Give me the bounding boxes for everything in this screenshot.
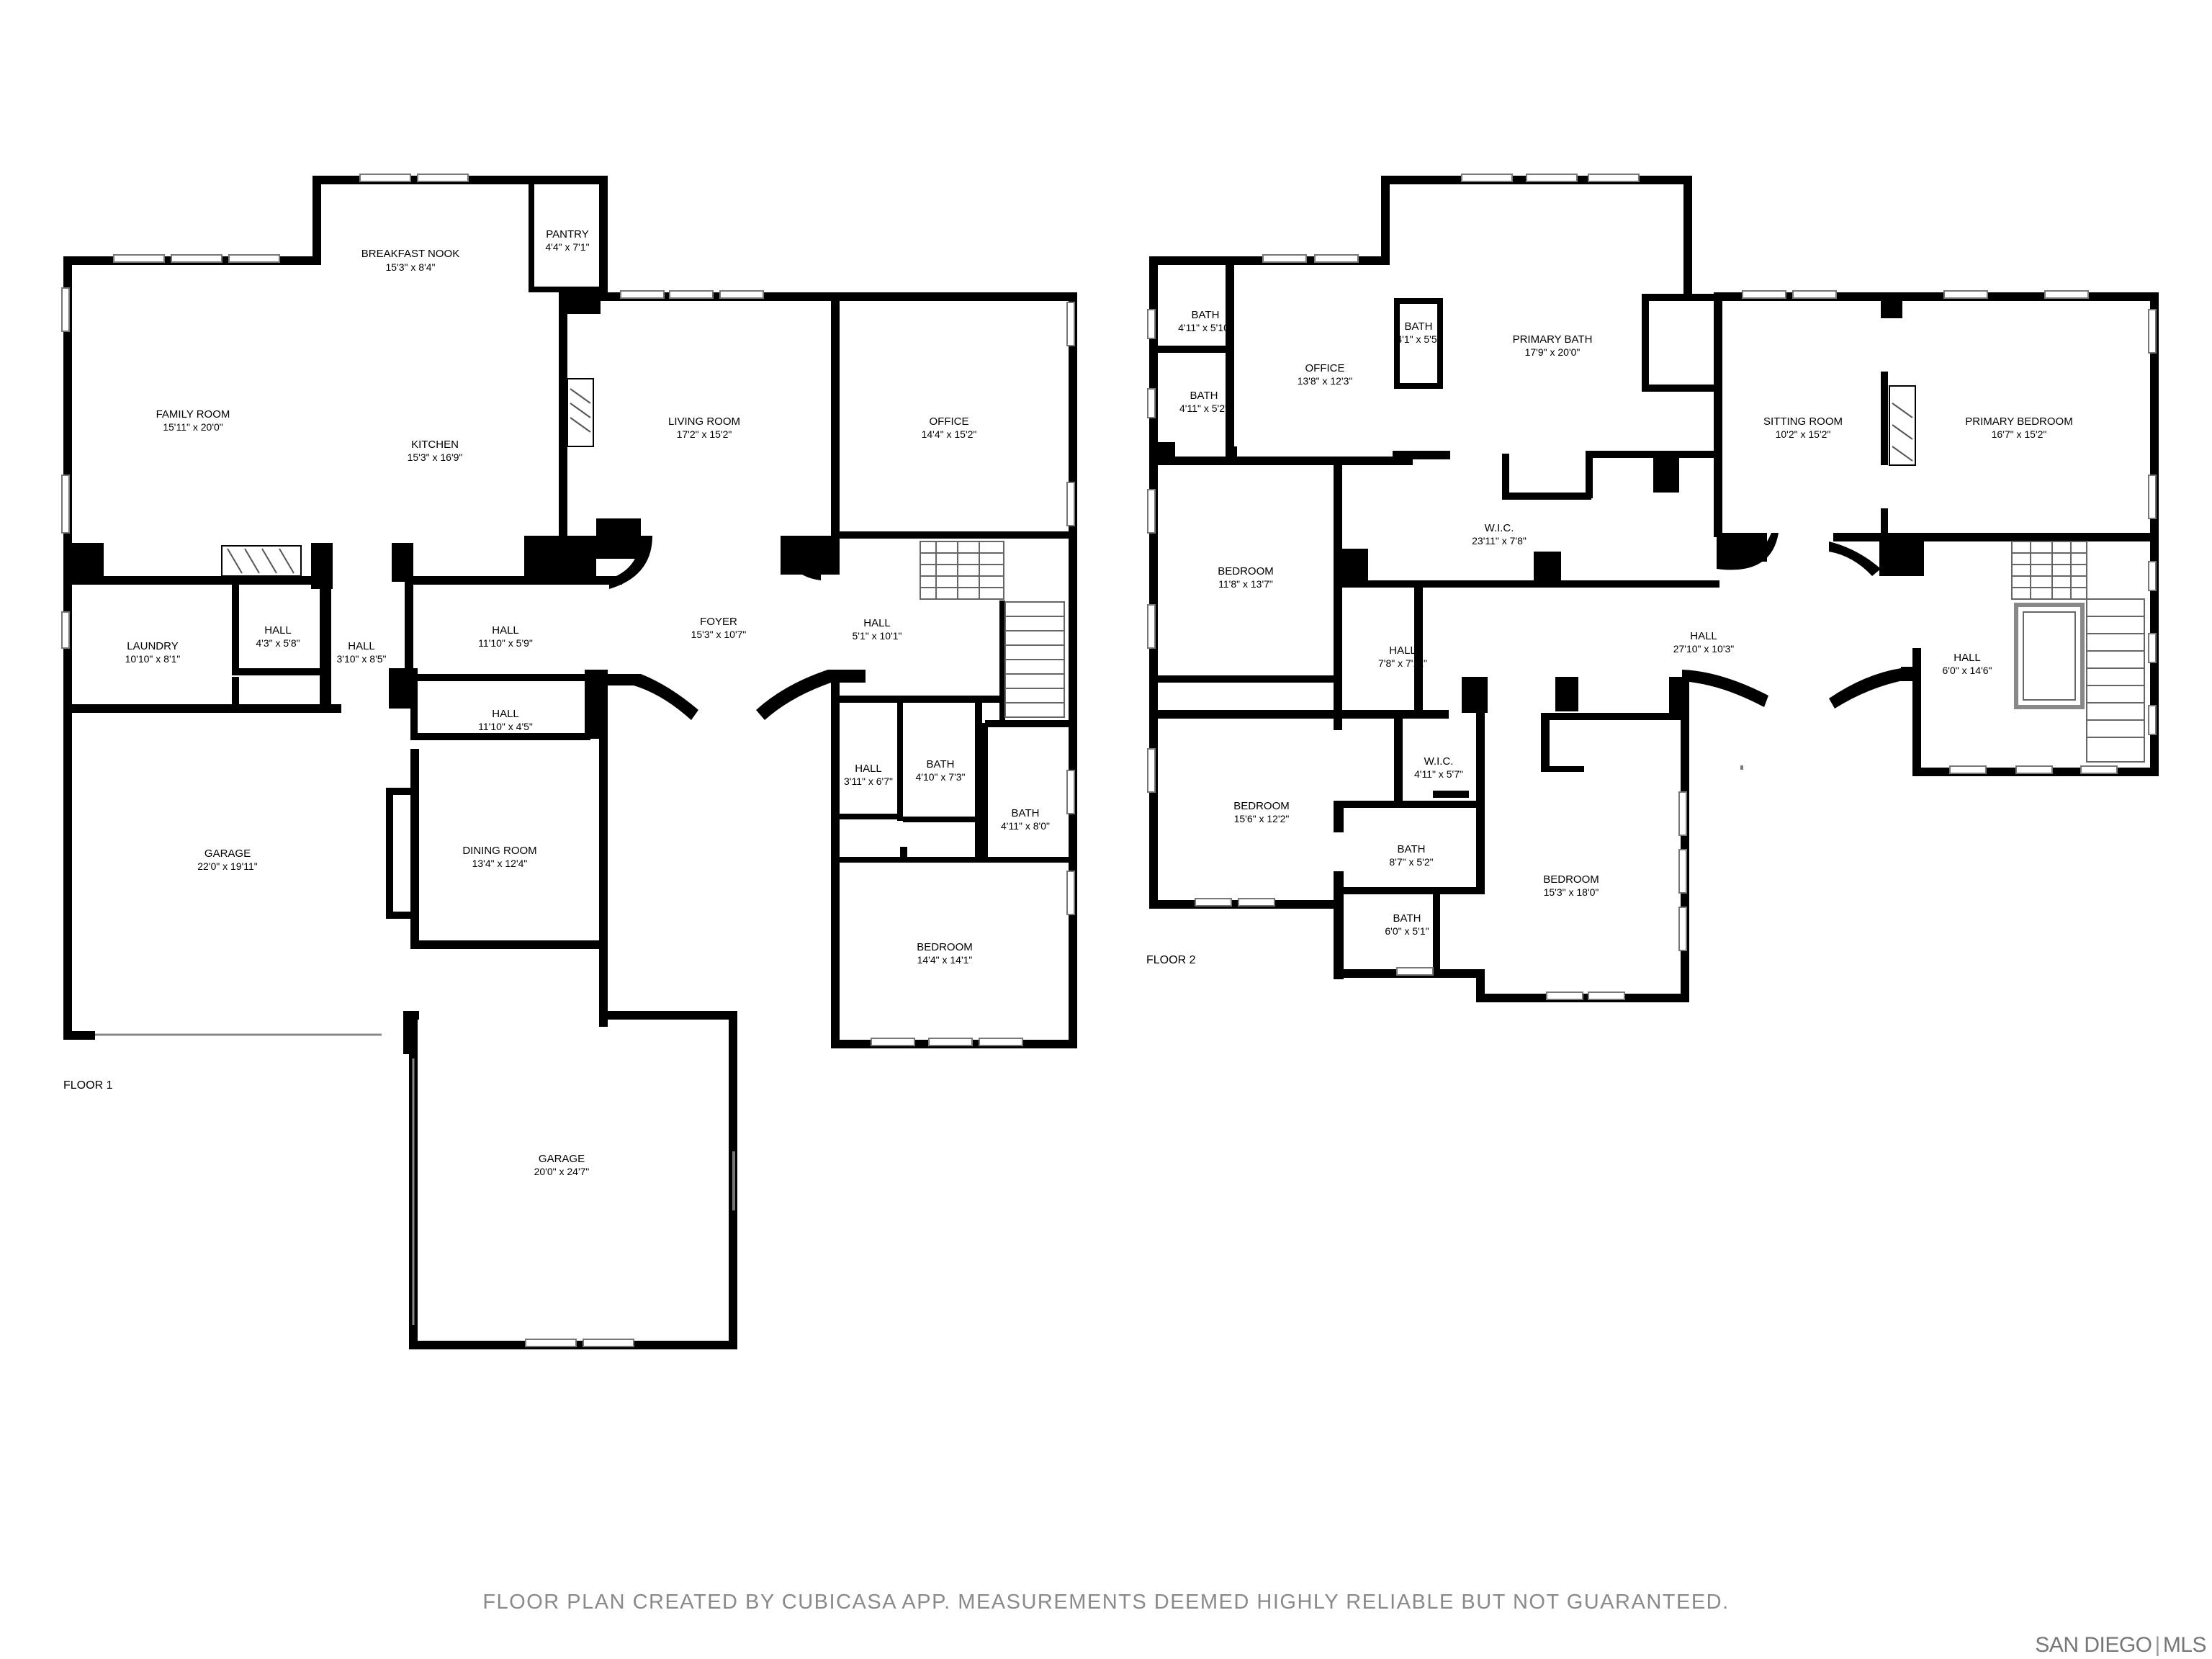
- room-name: LAUNDRY: [127, 640, 178, 652]
- floor-1-label: FLOOR 1: [63, 1079, 113, 1092]
- room-name: BREAKFAST NOOK: [361, 248, 459, 260]
- room-dims: 4'3" x 5'8": [256, 637, 300, 649]
- room-dims: 4'10" x 7'3": [916, 771, 966, 783]
- room-name: W.I.C.: [1485, 522, 1514, 534]
- room-name: BATH: [1405, 320, 1433, 333]
- room-dims: 22'0" x 19'11": [197, 860, 258, 872]
- room-name: FAMILY ROOM: [156, 408, 230, 421]
- room-name: PRIMARY BEDROOM: [1965, 415, 2072, 428]
- brand-left: SAN DIEGO: [2035, 1633, 2152, 1657]
- room-name: HALL: [863, 617, 891, 629]
- room-name: W.I.C.: [1424, 755, 1454, 768]
- room-name: PRIMARY BATH: [1513, 333, 1593, 346]
- room-dims: 17'2" x 15'2": [677, 428, 732, 440]
- room-dims: 15'6" x 12'2": [1234, 813, 1290, 824]
- room-dims: 11'10" x 5'9": [478, 637, 533, 649]
- room-dims: 23'11" x 7'8": [1472, 535, 1527, 547]
- room-dims: 6'0" x 5'1": [1385, 925, 1429, 937]
- room-name: HALL: [492, 624, 519, 637]
- floor-1-room-labels: BREAKFAST NOOK 15'3" x 8'4" PANTRY 4'4" …: [63, 228, 1050, 1177]
- room-name: PANTRY: [546, 228, 588, 240]
- room-name: GARAGE: [204, 848, 251, 860]
- room-name: BATH: [927, 758, 955, 770]
- room-dims: 11'10" x 4'5": [478, 721, 533, 732]
- floor-2-windows: [1147, 174, 2157, 1000]
- room-name: BATH: [1190, 390, 1218, 402]
- room-dims: 4'11" x 5'7": [1414, 768, 1463, 780]
- brand-logo: SAN DIEGO|MLS: [2035, 1633, 2206, 1658]
- room-name: HALL: [1954, 652, 1981, 664]
- room-name: HALL: [348, 640, 375, 652]
- room-dims: 17'9" x 20'0": [1525, 346, 1581, 358]
- room-dims: 5'1" x 10'1": [853, 630, 902, 642]
- room-name: DINING ROOM: [462, 845, 536, 857]
- brand-separator: |: [2154, 1633, 2161, 1657]
- room-name: BEDROOM: [1233, 800, 1290, 812]
- room-dims: 15'3" x 18'0": [1544, 886, 1599, 898]
- room-dims: 15'11" x 20'0": [163, 421, 223, 433]
- room-dims: 4'11" x 8'0": [1001, 820, 1050, 832]
- room-name: BATH: [1398, 843, 1426, 855]
- room-name: OFFICE: [1305, 362, 1345, 374]
- room-name: KITCHEN: [411, 439, 459, 451]
- room-dims: 20'0" x 24'7": [534, 1166, 590, 1177]
- room-name: HALL: [264, 624, 292, 637]
- room-dims: 11'8" x 13'7": [1218, 578, 1273, 590]
- room-name: BATH: [1192, 309, 1220, 321]
- room-dims: 13'4" x 12'4": [472, 858, 528, 869]
- room-name: BEDROOM: [917, 941, 973, 953]
- room-dims: 4'1" x 5'5": [1396, 333, 1440, 345]
- room-dims: 4'11" x 5'2": [1179, 403, 1228, 414]
- room-dims: 14'4" x 14'1": [917, 954, 973, 966]
- floor-1-fireplaces-stairs: [95, 378, 1065, 1325]
- room-dims: 8'7" x 5'2": [1389, 856, 1433, 868]
- room-dims: 10'10" x 8'1": [125, 653, 181, 665]
- room-name: OFFICE: [930, 415, 969, 428]
- room-dims: 15'3" x 16'9": [408, 451, 463, 463]
- room-dims: 27'10" x 10'3": [1673, 643, 1735, 655]
- room-name: BATH: [1393, 912, 1421, 925]
- room-name: HALL: [492, 708, 519, 720]
- room-name: LIVING ROOM: [668, 415, 740, 428]
- room-dims: 3'10" x 8'5": [337, 653, 387, 665]
- room-name: HALL: [1690, 630, 1717, 642]
- floor-2-fireplace-stairs: [1889, 385, 2145, 763]
- floor-2-walls: [1149, 176, 2159, 1002]
- disclaimer-note: FLOOR PLAN CREATED BY CUBICASA APP. MEAS…: [482, 1591, 1730, 1614]
- room-name: BEDROOM: [1543, 873, 1599, 886]
- room-dims: 10'2" x 15'2": [1776, 428, 1831, 440]
- room-dims: 3'11" x 6'7": [844, 775, 893, 787]
- room-dims: 15'3" x 10'7": [691, 629, 747, 640]
- room-dims: 14'4" x 15'2": [922, 428, 977, 440]
- room-name: FOYER: [700, 616, 737, 628]
- room-dims: 13'8" x 12'3": [1298, 375, 1353, 387]
- room-name: SITTING ROOM: [1763, 415, 1843, 428]
- room-name: HALL: [855, 763, 882, 775]
- floor-2-label: FLOOR 2: [1146, 954, 1196, 966]
- room-dims: 6'0" x 14'6": [1943, 665, 1992, 676]
- floor-2-room-labels: BATH 4'11" x 5'10" BATH 4'11" x 5'2" OFF…: [1146, 309, 2073, 966]
- room-name: GARAGE: [539, 1153, 585, 1165]
- room-name: BATH: [1012, 807, 1040, 819]
- brand-right: MLS: [2162, 1633, 2207, 1657]
- room-dims: 15'3" x 8'4": [386, 261, 436, 273]
- room-dims: 7'8" x 7'11": [1378, 657, 1427, 669]
- room-name: BEDROOM: [1218, 565, 1274, 577]
- room-dims: 4'4" x 7'1": [545, 241, 589, 253]
- floor-1-windows: [61, 174, 1075, 1347]
- room-name: HALL: [1389, 644, 1416, 657]
- room-dims: 4'11" x 5'10": [1178, 322, 1233, 333]
- room-dims: 16'7" x 15'2": [1992, 428, 2047, 440]
